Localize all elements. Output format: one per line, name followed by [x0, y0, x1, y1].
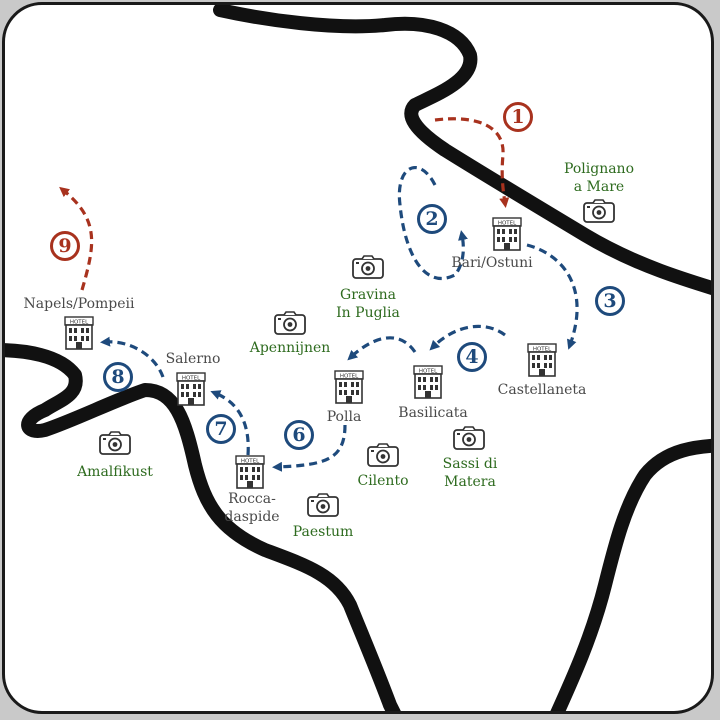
map-frame: HOTEL HOTEL HOTEL HOTEL HOTEL HOTEL HOTE… — [2, 2, 714, 714]
route-leg-1 — [434, 117, 510, 208]
hotel-icon-castellaneta: HOTEL — [526, 342, 558, 378]
route-leg-4 — [429, 324, 506, 351]
svg-text:HOTEL: HOTEL — [498, 221, 517, 227]
svg-text:HOTEL: HOTEL — [241, 459, 260, 465]
sight-label-gravina: Gravina In Puglia — [336, 287, 400, 321]
svg-text:HOTEL: HOTEL — [340, 374, 359, 380]
svg-text:HOTEL: HOTEL — [70, 320, 89, 326]
sight-label-apennijnen: Apennijnen — [249, 340, 331, 356]
sight-label-polignano: Polignano a Mare — [563, 161, 635, 195]
hotel-icon-napels: HOTEL — [63, 315, 95, 351]
coastline-gulf — [550, 438, 711, 711]
hotel-icon-roccadaspide: HOTEL — [234, 454, 266, 490]
hotel-icon-basilicata: HOTEL — [412, 364, 444, 400]
step-marker-9[interactable]: 9 — [50, 231, 80, 261]
svg-text:HOTEL: HOTEL — [533, 347, 552, 353]
sight-label-cilento: Cilento — [357, 473, 409, 489]
svg-text:HOTEL: HOTEL — [419, 369, 438, 375]
route-leg-8 — [100, 336, 165, 378]
camera-icon-gravina — [351, 254, 385, 280]
route-leg-5 — [347, 336, 417, 361]
town-label-castellaneta: Castellaneta — [497, 382, 587, 398]
step-marker-2[interactable]: 2 — [417, 204, 447, 234]
coastline-tyrrhenian — [5, 343, 401, 711]
svg-text:HOTEL: HOTEL — [182, 376, 201, 382]
step-marker-7[interactable]: 7 — [206, 414, 236, 444]
camera-icon-apennijnen — [273, 310, 307, 336]
camera-icon-polignano — [582, 198, 616, 224]
town-label-basilicata: Basilicata — [398, 405, 468, 421]
route-leg-2 — [397, 166, 468, 281]
step-marker-1[interactable]: 1 — [503, 102, 533, 132]
camera-icon-amalfikust — [98, 430, 132, 456]
camera-icon-paestum — [306, 492, 340, 518]
coastline-north — [213, 5, 711, 296]
step-marker-8[interactable]: 8 — [103, 362, 133, 392]
route-leg-9 — [59, 186, 94, 291]
route-leg-7 — [210, 390, 250, 456]
step-marker-3[interactable]: 3 — [595, 286, 625, 316]
route-leg-6 — [272, 424, 347, 472]
step-marker-6[interactable]: 6 — [284, 420, 314, 450]
town-label-bari: Bari/Ostuni — [451, 255, 533, 271]
sight-label-paestum: Paestum — [292, 524, 354, 540]
sight-label-sassi: Sassi di Matera — [442, 456, 498, 490]
town-label-roccadaspide: Rocca- daspide — [224, 491, 280, 525]
hotel-icon-salerno: HOTEL — [175, 371, 207, 407]
step-marker-4[interactable]: 4 — [457, 342, 487, 372]
hotel-icon-bari: HOTEL — [491, 216, 523, 252]
map-canvas — [5, 5, 711, 711]
route-leg-3 — [526, 243, 579, 350]
camera-icon-sassi — [452, 425, 486, 451]
hotel-icon-polla: HOTEL — [333, 369, 365, 405]
camera-icon-cilento — [366, 442, 400, 468]
town-label-salerno: Salerno — [165, 351, 221, 367]
sight-label-amalfikust: Amalfikust — [77, 464, 153, 480]
town-label-napels: Napels/Pompeii — [23, 296, 135, 312]
town-label-polla: Polla — [326, 409, 362, 425]
